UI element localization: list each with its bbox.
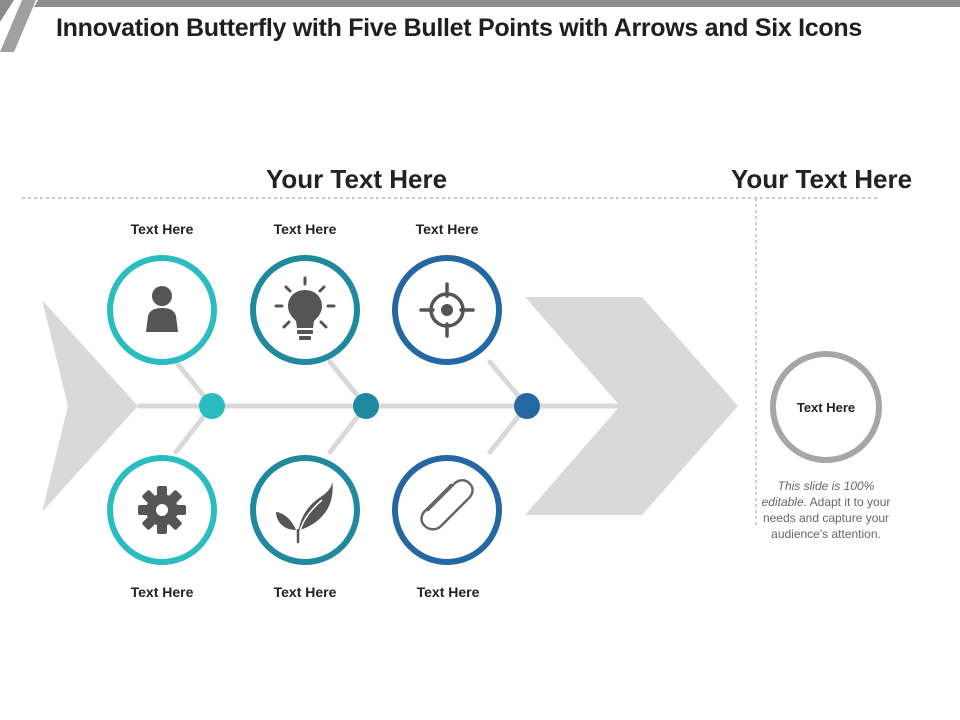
gear-icon — [138, 486, 186, 534]
item-label-2: Text Here — [273, 221, 337, 237]
item-label-4: Text Here — [130, 584, 194, 600]
side-description-italic: This slide is 100% editable. — [761, 479, 875, 509]
item-label-6: Text Here — [416, 584, 480, 600]
leaf-icon — [276, 480, 333, 544]
heading-right: Your Text Here — [731, 164, 913, 194]
lightbulb-icon — [274, 276, 336, 340]
circle-item-6 — [392, 455, 502, 565]
circle-item-5 — [250, 455, 360, 565]
item-label-3: Text Here — [415, 221, 479, 237]
spine-node-3 — [514, 393, 540, 419]
circle-item-2 — [250, 255, 360, 365]
heading-left: Your Text Here — [266, 164, 448, 194]
person-icon — [146, 286, 178, 332]
spine-node-1 — [199, 393, 225, 419]
side-description-normal: Adapt it to your needs and capture your … — [762, 495, 891, 541]
spine-node-2 — [353, 393, 379, 419]
head-chevron — [525, 297, 738, 515]
tail-chevron — [42, 300, 138, 512]
side-circle — [770, 351, 882, 463]
side-circle-label: Text Here — [796, 400, 856, 415]
circle-item-4 — [107, 455, 217, 565]
corner-decoration — [0, 0, 960, 52]
circle-item-3 — [392, 255, 502, 365]
circle-item-1 — [107, 255, 217, 365]
item-label-5: Text Here — [273, 584, 337, 600]
target-icon — [419, 282, 475, 338]
page-title: Innovation Butterfly with Five Bullet Po… — [56, 14, 862, 42]
side-description: This slide is 100% editable. Adapt it to… — [760, 478, 892, 542]
paperclip-icon — [420, 479, 474, 531]
item-label-1: Text Here — [130, 221, 194, 237]
